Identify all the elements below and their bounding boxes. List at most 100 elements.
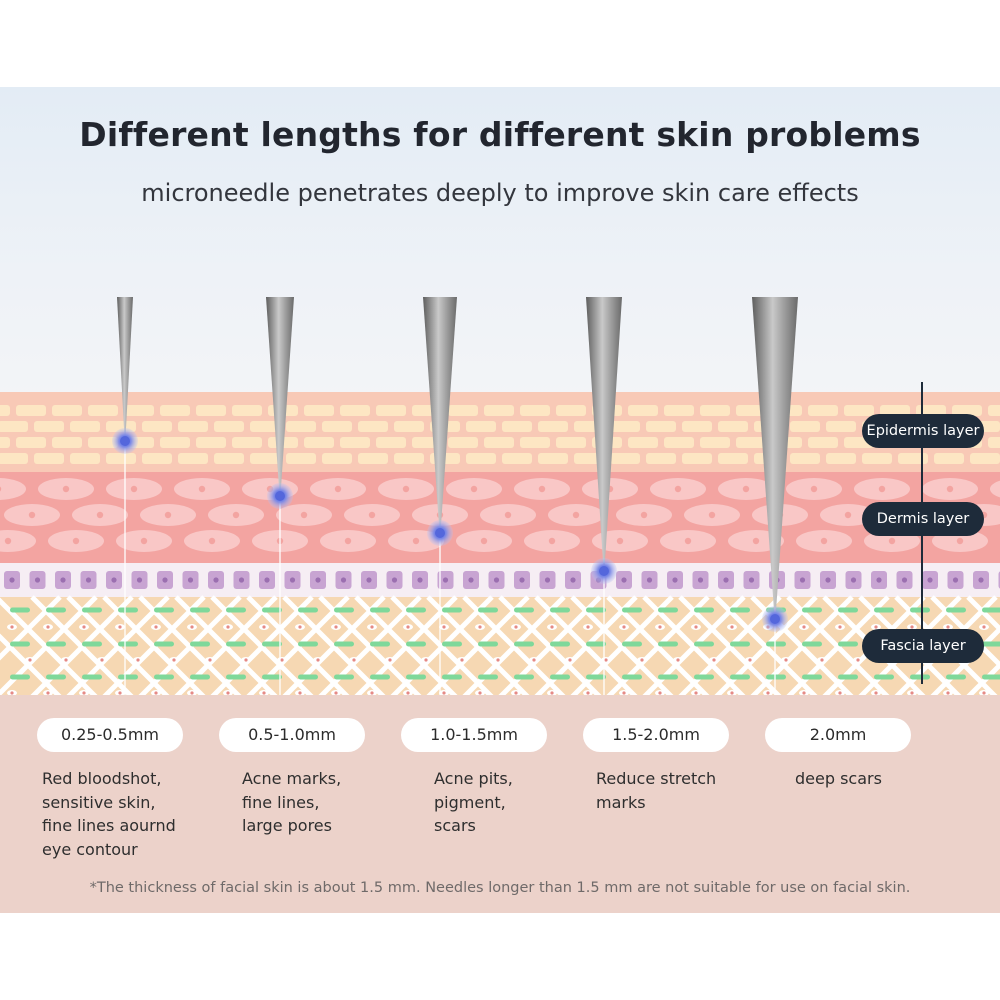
needles-group [112, 297, 798, 707]
fascia-fiber [730, 674, 750, 680]
dermis-nucleus [810, 485, 818, 493]
basal-nucleus [187, 577, 194, 583]
dermis-nucleus [946, 485, 954, 493]
dermis-nucleus [412, 537, 420, 545]
fascia-lattice-line [318, 595, 422, 699]
basal-nucleus [162, 577, 168, 583]
fascia-cell-dot [118, 691, 122, 695]
fascia-cell-dot [10, 691, 14, 695]
fascia-lattice-line [174, 595, 278, 699]
epidermis-cell [808, 437, 838, 448]
fascia-fiber [82, 674, 102, 680]
dermis-nucleus [844, 511, 852, 519]
fascia-cell-dot [568, 658, 572, 662]
epidermis-cell [304, 437, 334, 448]
needle-description: Reduce stretch marks [596, 769, 717, 812]
fascia-lattice-line [0, 595, 98, 697]
fascia-cell-dot [298, 625, 302, 629]
fascia-fiber [262, 641, 282, 647]
dermis-nucleus [956, 537, 964, 545]
dermis-nucleus [402, 485, 410, 493]
page-title: Different lengths for different skin pro… [79, 115, 921, 154]
fascia-fiber [694, 607, 714, 613]
fascia-cell-dot [46, 625, 50, 629]
fascia-fiber [406, 607, 426, 613]
epidermis-cell [538, 421, 568, 432]
fascia-cell-dot [226, 625, 230, 629]
epidermis-cell [124, 405, 154, 416]
fascia-fiber [838, 607, 858, 613]
dermis-nucleus [572, 511, 580, 519]
basal-nucleus [9, 577, 15, 583]
epidermis-cell [358, 453, 388, 464]
fascia-fiber [766, 641, 786, 647]
basal-nucleus [315, 577, 321, 583]
fascia-lattice-line [714, 595, 818, 699]
fascia-fiber [118, 674, 138, 680]
fascia-cell-dot [874, 691, 878, 695]
fascia-cell-dot [658, 691, 662, 695]
fascia-lattice-line [606, 595, 710, 699]
epidermis-cell [196, 437, 226, 448]
dermis-nucleus [708, 511, 716, 519]
fascia-fiber [10, 641, 30, 647]
fascia-fiber [226, 641, 246, 647]
basal-nucleus [111, 577, 117, 583]
target-dot-core [770, 614, 780, 624]
epidermis-cell [250, 421, 280, 432]
fascia-cell-dot [262, 691, 266, 695]
epidermis-cell [160, 437, 190, 448]
microneedle [752, 297, 798, 625]
fascia-fiber [10, 607, 30, 613]
basal-nucleus [238, 577, 245, 583]
epidermis-cell [952, 405, 982, 416]
fascia-cell-dot [838, 625, 842, 629]
dermis-nucleus [504, 511, 512, 519]
needle-length-pill: 0.25-0.5mm [37, 718, 183, 752]
fascia-cell-dot [298, 691, 302, 695]
fascia-cell-dot [820, 658, 824, 662]
epidermis-cell [808, 405, 838, 416]
dermis-nucleus [28, 511, 36, 519]
fascia-lattice-line [786, 595, 890, 699]
fascia-cell-dot [64, 658, 68, 662]
fascia-lattice-line [246, 595, 350, 699]
fascia-lattice-line [534, 595, 638, 699]
fascia-cell-dot [262, 625, 266, 629]
dermis-nucleus [0, 486, 2, 492]
basal-nucleus [493, 577, 500, 583]
microneedle [266, 297, 294, 502]
fascia-fiber [334, 641, 354, 647]
fascia-fiber [550, 607, 570, 613]
fascia-cell-dot [982, 625, 986, 629]
fascia-fiber [586, 674, 606, 680]
epidermis-cell [178, 421, 208, 432]
fascia-fiber [370, 607, 390, 613]
epidermis-cell [448, 437, 478, 448]
basal-nucleus [646, 577, 653, 583]
epidermis-cell [718, 421, 748, 432]
fascia-cell-dot [784, 658, 788, 662]
basal-nucleus [468, 577, 474, 583]
basal-nucleus [748, 577, 755, 583]
fascia-fiber [478, 674, 498, 680]
basal-nucleus [289, 577, 296, 583]
dermis-nucleus [334, 485, 342, 493]
fascia-lattice-line [570, 595, 674, 699]
epidermis-cell [988, 405, 1000, 416]
dermis-nucleus [752, 537, 760, 545]
fascia-lattice-line [0, 595, 62, 661]
fascia-fiber [838, 674, 858, 680]
fascia-fiber [514, 607, 534, 613]
fascia-lattice-line [66, 595, 170, 699]
fascia-lattice-line [462, 595, 566, 699]
fascia-layer-tag: Fascia layer [862, 629, 984, 663]
dermis-nucleus [548, 537, 556, 545]
epidermis-cell [898, 453, 928, 464]
fascia-lattice-line [750, 595, 854, 699]
fascia-cell-dot [676, 658, 680, 662]
fascia-fiber [46, 641, 66, 647]
basal-nucleus [621, 577, 627, 583]
dermis-nucleus [62, 485, 70, 493]
fascia-cell-dot [100, 658, 104, 662]
